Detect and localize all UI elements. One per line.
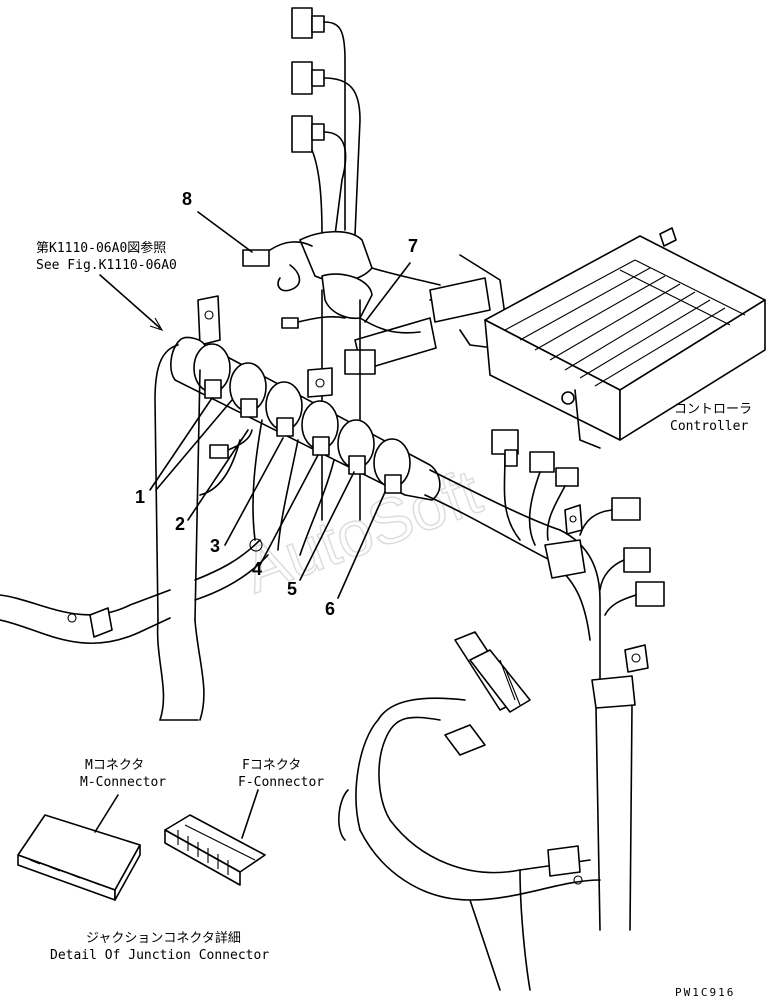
m-connector-jp: Mコネクタ <box>85 758 144 773</box>
f-connector-jp: Fコネクタ <box>242 758 301 773</box>
detail-en: Detail Of Junction Connector <box>50 948 269 963</box>
refnote-jp: 第K1110-06A0図参照 <box>36 240 166 256</box>
callout-3: 3 <box>210 536 220 556</box>
refnote-en: See Fig.K1110-06A0 <box>36 258 177 273</box>
watermark: AutoSoft <box>235 455 491 607</box>
drawing-code: PW1C916 <box>675 986 735 999</box>
callout-1: 1 <box>135 487 145 507</box>
m-connector-en: M-Connector <box>80 775 166 790</box>
callout-2: 2 <box>175 514 185 534</box>
callout-5: 5 <box>287 579 297 599</box>
callout-8: 8 <box>182 189 192 209</box>
top-connector-group <box>291 7 361 237</box>
f-connector-drawing <box>164 789 266 886</box>
controller-unit <box>484 227 766 467</box>
callout-6: 6 <box>325 599 335 619</box>
controller-jp: コントローラ <box>674 402 752 417</box>
m-connector-drawing <box>17 794 141 901</box>
callout-4: 4 <box>252 559 262 579</box>
callout-7: 7 <box>408 236 418 256</box>
main-harness <box>170 336 441 501</box>
controller-en: Controller <box>670 419 748 434</box>
f-connector-en: F-Connector <box>238 775 324 790</box>
detail-jp: ジャクションコネクタ詳細 <box>86 930 241 946</box>
